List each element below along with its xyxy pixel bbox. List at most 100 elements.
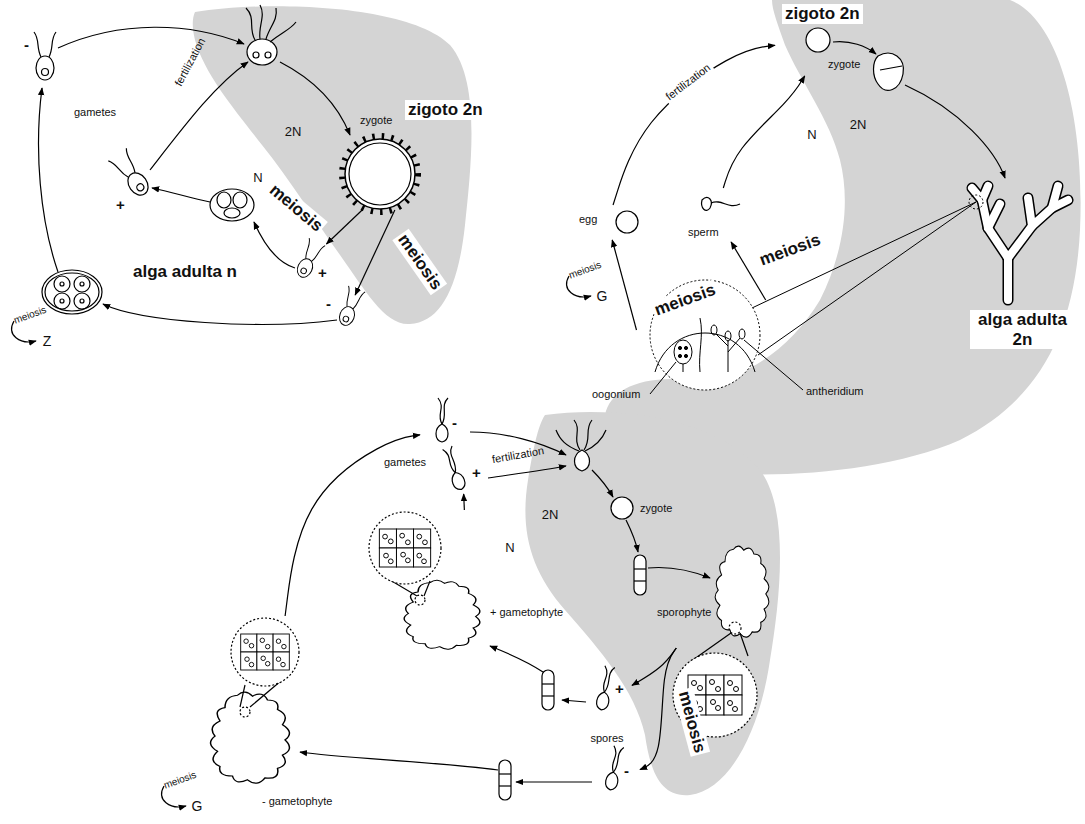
stage-label: + bbox=[472, 464, 481, 481]
zoom-detail bbox=[752, 202, 976, 308]
sporic-cycle-art bbox=[604, 745, 623, 790]
alga-cell bbox=[217, 192, 231, 208]
zoom-detail bbox=[744, 340, 803, 390]
cycle-arrow bbox=[12, 321, 36, 342]
cycle-arrow bbox=[592, 470, 613, 497]
diagram-label: N bbox=[807, 128, 816, 143]
cycle-arrow bbox=[162, 786, 186, 807]
stage-label: egg bbox=[579, 213, 597, 226]
adult-thallus bbox=[972, 186, 1068, 300]
stage-label: + bbox=[318, 264, 327, 281]
edge-label: meiosis bbox=[674, 687, 710, 757]
sporic-cycle-art bbox=[240, 707, 250, 717]
cycle-arrow bbox=[833, 42, 876, 54]
zoom-detail bbox=[684, 346, 687, 349]
life-stage: zygotezigoto 2n bbox=[340, 98, 502, 210]
alga-cell bbox=[34, 5, 903, 328]
zoom-detail bbox=[655, 333, 755, 372]
stage-label: zygote bbox=[360, 114, 392, 127]
sporic-cycle-art bbox=[585, 430, 606, 451]
diagram-label: alga adulta n bbox=[130, 262, 240, 282]
edge-label: meiosis bbox=[264, 179, 328, 237]
stage-label: zigoto 2n bbox=[782, 4, 863, 24]
alga-cell bbox=[60, 299, 64, 303]
life-stage: oogonium bbox=[588, 330, 706, 408]
diagram-label: N bbox=[253, 171, 262, 186]
stage-label: zygote bbox=[828, 58, 860, 71]
sporic-cycle-art bbox=[729, 622, 741, 634]
adult-thallus bbox=[1003, 258, 1014, 300]
edge-label: fertilization bbox=[662, 60, 715, 104]
cycle-arrow bbox=[300, 752, 498, 770]
sporic-cycle-art bbox=[211, 398, 769, 800]
zoom-detail bbox=[684, 354, 687, 357]
life-stage: sperm bbox=[685, 188, 745, 242]
life-stage: - bbox=[322, 295, 372, 330]
alga-cell bbox=[253, 52, 259, 58]
stage-label: - bbox=[624, 762, 629, 779]
life-stage: + bbox=[282, 244, 330, 283]
life-stage: alga adulta 2n bbox=[955, 178, 1080, 351]
alga-cell bbox=[806, 28, 830, 52]
diploid-region bbox=[604, 0, 1080, 475]
cycle-arrow bbox=[648, 567, 710, 578]
sporic-cycle-art bbox=[740, 633, 748, 656]
life-stage: + gametophyte bbox=[365, 510, 570, 652]
stage-label: + gametophyte bbox=[490, 606, 563, 619]
alga-cell bbox=[54, 276, 70, 292]
cycle-arrow bbox=[723, 76, 804, 188]
alga-cell bbox=[880, 66, 902, 70]
alga-cell bbox=[224, 208, 240, 218]
alga-cell bbox=[233, 192, 247, 208]
sporic-cycle-art bbox=[424, 581, 430, 596]
sporic-cycle-art bbox=[441, 446, 467, 491]
cycle-arrow bbox=[355, 210, 395, 295]
life-stage: zigoto 2n zygote bbox=[775, 2, 880, 76]
diagram-label: N bbox=[505, 541, 514, 556]
cycle-arrow bbox=[150, 62, 248, 170]
diploid-region bbox=[193, 0, 1081, 795]
alga-cell bbox=[34, 32, 56, 80]
cycle-arrow bbox=[567, 276, 591, 297]
life-stage: sporophyte bbox=[655, 540, 775, 648]
adult-thallus bbox=[982, 200, 1008, 258]
cycle-arrow bbox=[463, 494, 465, 510]
adult-thallus bbox=[988, 204, 1000, 228]
alga-cell bbox=[108, 148, 154, 200]
alga-cell bbox=[266, 8, 276, 39]
cycle-arrow bbox=[39, 88, 58, 272]
sporic-cycle-art bbox=[369, 512, 441, 584]
sporic-cycle-art bbox=[688, 675, 742, 715]
life-stage: - bbox=[22, 30, 65, 85]
edge-label: meiosis bbox=[393, 229, 448, 295]
cycle-arrow bbox=[152, 188, 210, 202]
stage-label: oogonium bbox=[592, 388, 640, 401]
diagram-label: G bbox=[597, 288, 608, 304]
cycle-arrow bbox=[470, 432, 566, 455]
diagram-label: Z bbox=[43, 333, 52, 349]
cycle-arrow bbox=[632, 648, 676, 685]
alga-cell bbox=[45, 273, 99, 311]
diagram-label: meiosis bbox=[162, 769, 198, 791]
zoom-detail bbox=[650, 195, 983, 394]
alga-cell bbox=[42, 270, 102, 314]
sporic-cycle-art bbox=[595, 665, 614, 710]
sporic-cycle-art bbox=[379, 529, 430, 567]
alga-cell bbox=[265, 52, 271, 58]
cycle-arrow bbox=[626, 520, 638, 552]
adult-thallus bbox=[1008, 198, 1032, 258]
sporic-cycle-art bbox=[499, 760, 511, 800]
zoom-detail bbox=[711, 325, 717, 335]
adult-thallus bbox=[1008, 198, 1032, 258]
alga-cell bbox=[711, 202, 740, 206]
cycle-arrow bbox=[612, 240, 636, 330]
cycle-arrow bbox=[103, 304, 337, 324]
cycle-arrow bbox=[58, 27, 244, 48]
diagram-label: 2N bbox=[850, 118, 867, 133]
diagram-label: fertilization bbox=[491, 444, 545, 466]
life-stage: - gametophyte bbox=[200, 616, 345, 812]
sporic-cycle-art bbox=[240, 685, 245, 707]
cycle-arrow bbox=[562, 700, 586, 702]
alga-cell bbox=[74, 276, 90, 292]
